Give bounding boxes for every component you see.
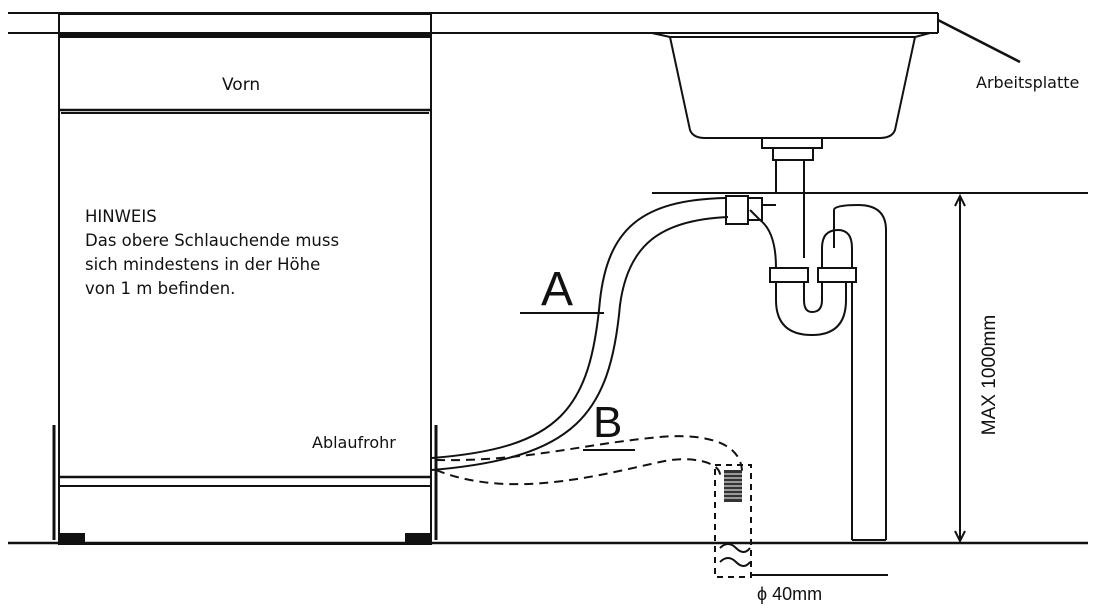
sink [651,32,931,161]
note-line: Das obere Schlauchende muss [85,231,340,250]
diameter-label: ϕ 40mm [757,584,823,604]
floor-drain [714,464,888,578]
countertop-label: Arbeitsplatte [976,73,1080,92]
note-title: HINWEIS [85,207,157,226]
note-line: sich mindestens in der Höhe [85,255,321,274]
max-height-label: MAX 1000mm [979,314,1000,436]
hose-b-label: B [593,398,623,447]
height-dimension [954,193,966,544]
siphon [749,160,887,541]
hose-b [435,435,744,486]
hose-a [431,195,776,471]
note-block: HINWEIS Das obere Schlauchende muss sich… [85,205,339,301]
hose-a-label: A [541,263,574,316]
drain-pipe-label: Ablaufrohr [312,433,396,452]
front-label: Vorn [222,75,261,95]
note-line: von 1 m befinden. [85,279,236,298]
